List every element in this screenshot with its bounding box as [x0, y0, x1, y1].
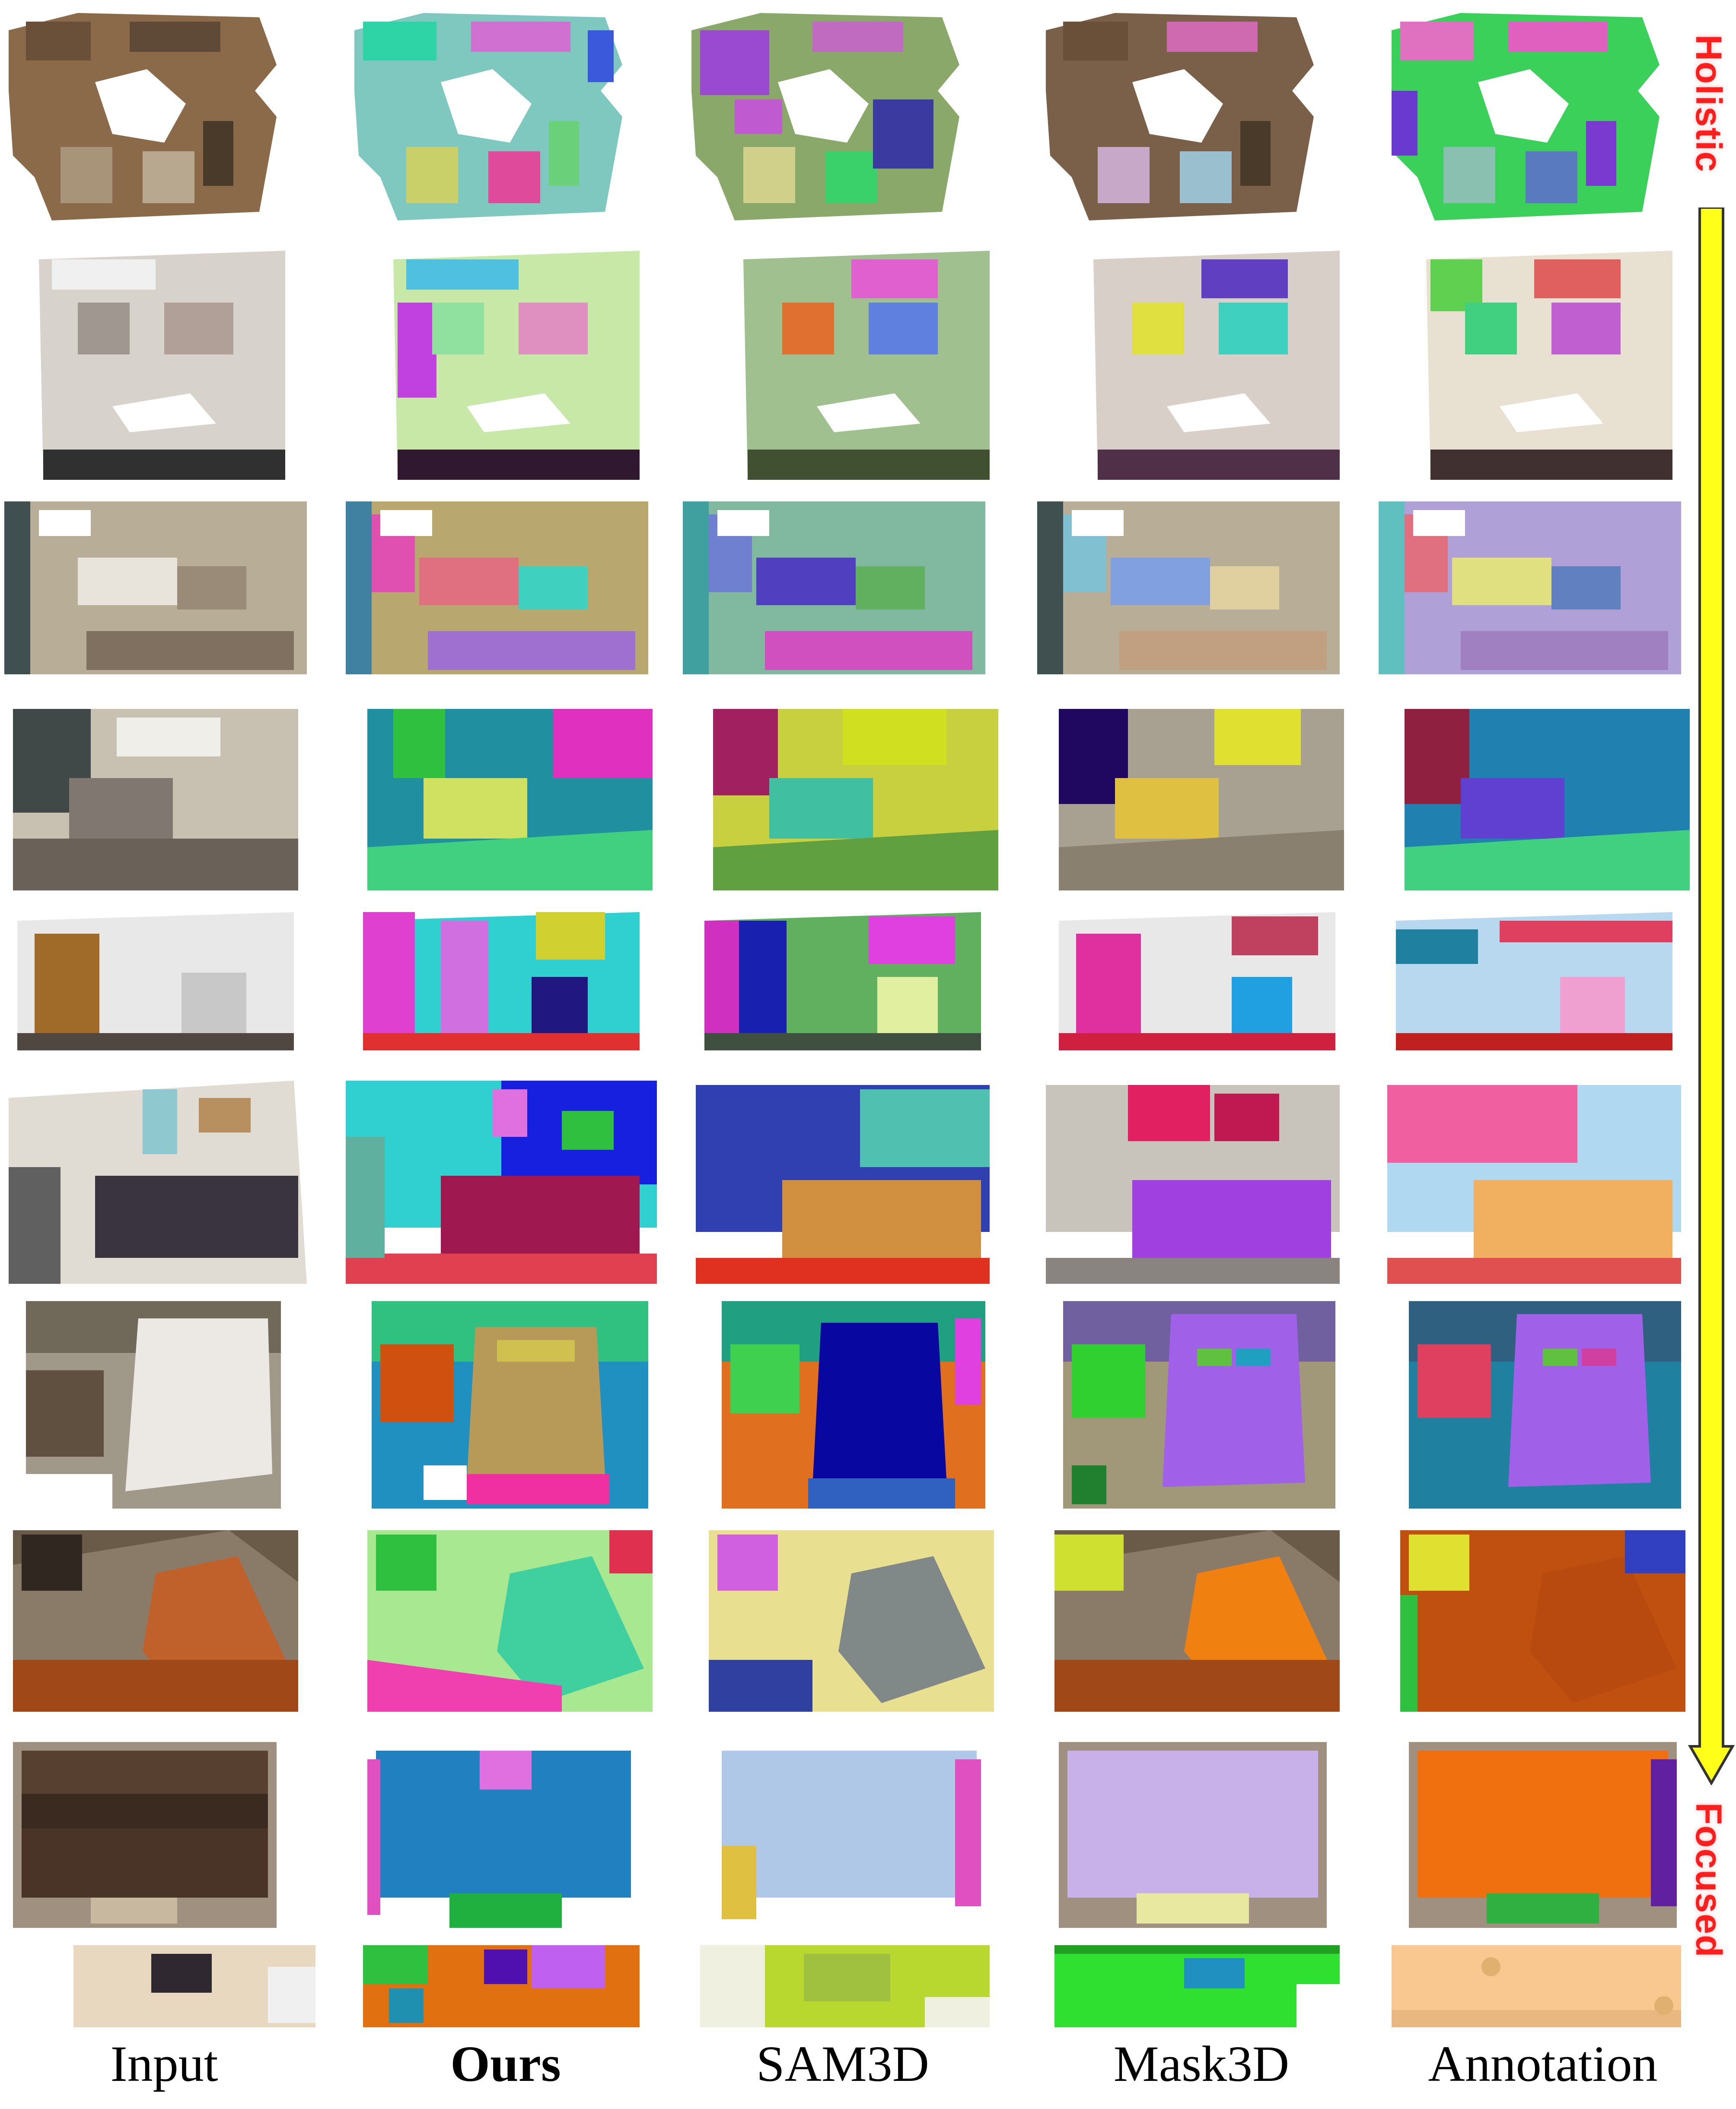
axis-label-holistic: Holistic — [1688, 35, 1729, 173]
row5-input-image — [17, 903, 303, 1050]
row2-sam3d-image — [730, 242, 998, 484]
row10-ours-image — [363, 1945, 640, 2027]
row5-sam3d-image — [704, 903, 990, 1050]
column-label-ours: Ours — [450, 2036, 561, 2092]
row7-annotation-image — [1409, 1301, 1681, 1509]
row6-input-image — [9, 1081, 307, 1284]
row1-input-image — [0, 4, 298, 233]
row6-mask3d-image — [1046, 1076, 1340, 1284]
row2-input-image — [26, 242, 294, 484]
row4-input-image — [13, 709, 298, 890]
row10-annotation-image — [1392, 1945, 1681, 2027]
column-label-annotation: Annotation — [1428, 2036, 1658, 2092]
row4-ours-image — [367, 709, 653, 890]
row3-sam3d-image — [683, 501, 985, 674]
holistic-to-focused-arrow — [1688, 207, 1735, 1785]
row2-mask3d-image — [1080, 242, 1348, 484]
row4-mask3d-image — [1059, 709, 1344, 890]
row6-ours-image — [346, 1072, 657, 1284]
row4-annotation-image — [1405, 709, 1690, 890]
row8-input-image — [13, 1530, 298, 1712]
row2-annotation-image — [1413, 242, 1681, 484]
row10-mask3d-image — [1054, 1945, 1340, 2027]
row7-mask3d-image — [1063, 1301, 1335, 1509]
row8-ours-image — [367, 1530, 653, 1712]
row9-sam3d-image — [713, 1742, 985, 1928]
row1-mask3d-image — [1037, 4, 1335, 233]
row3-input-image — [4, 501, 307, 674]
row8-sam3d-image — [709, 1530, 994, 1712]
row8-annotation-image — [1400, 1530, 1685, 1712]
column-label-sam3d: SAM3D — [756, 2036, 929, 2092]
column-label-input: Input — [110, 2036, 218, 2092]
row9-input-image — [13, 1742, 277, 1928]
row8-mask3d-image — [1054, 1530, 1340, 1712]
row4-sam3d-image — [713, 709, 998, 890]
row9-ours-image — [367, 1742, 640, 1928]
row7-input-image — [26, 1301, 281, 1509]
row5-ours-image — [363, 903, 648, 1050]
row1-sam3d-image — [683, 4, 981, 233]
row10-sam3d-image — [700, 1945, 990, 2027]
row5-mask3d-image — [1059, 903, 1344, 1050]
row1-ours-image — [346, 4, 644, 233]
row3-annotation-image — [1379, 501, 1681, 674]
row3-ours-image — [346, 501, 648, 674]
row2-ours-image — [380, 242, 648, 484]
row5-annotation-image — [1396, 903, 1681, 1050]
column-label-mask3d: Mask3D — [1113, 2036, 1290, 2092]
row10-input-image — [9, 1945, 315, 2027]
row7-ours-image — [372, 1301, 648, 1509]
axis-label-focused: Focused — [1688, 1803, 1729, 1958]
row9-mask3d-image — [1059, 1742, 1327, 1928]
row9-annotation-image — [1409, 1742, 1677, 1928]
row7-sam3d-image — [722, 1301, 985, 1509]
row6-annotation-image — [1387, 1076, 1681, 1284]
row1-annotation-image — [1383, 4, 1681, 233]
row3-mask3d-image — [1037, 501, 1340, 674]
row6-sam3d-image — [696, 1076, 990, 1284]
